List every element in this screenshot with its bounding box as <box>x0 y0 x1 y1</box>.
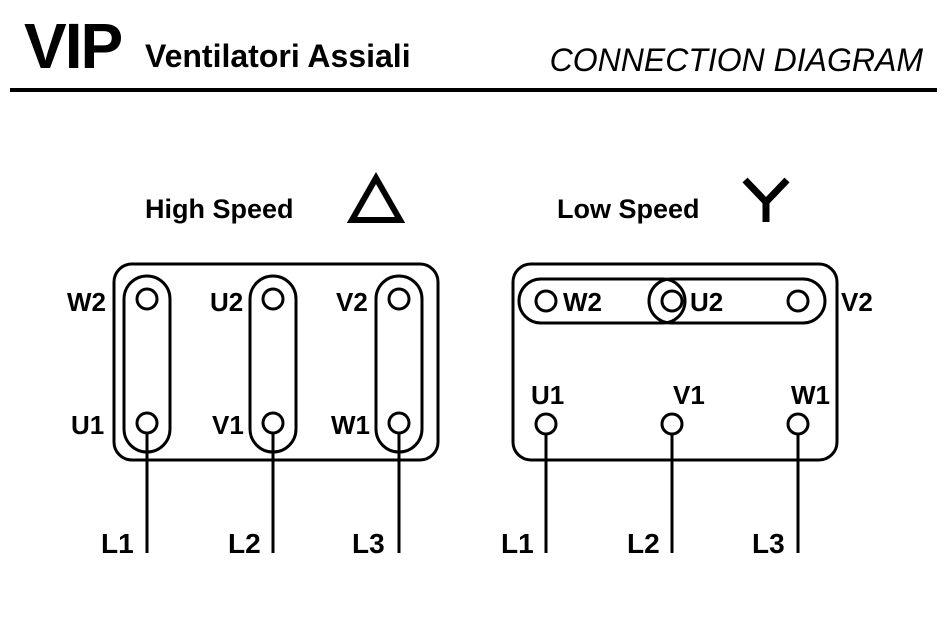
line-label-l1: L1 <box>101 528 134 559</box>
terminal-label-v2-star: V2 <box>841 287 873 317</box>
terminal-label-u2-star: U2 <box>690 287 723 317</box>
terminal-label-u1: U1 <box>71 410 104 440</box>
header: VIP Ventilatori Assiali CONNECTION DIAGR… <box>0 0 945 95</box>
terminal-w1 <box>387 411 411 435</box>
terminal-label-w1-star: W1 <box>791 380 830 410</box>
terminal-v2 <box>387 287 411 311</box>
header-rule <box>10 88 937 92</box>
terminal-v2-star <box>786 289 810 313</box>
low-speed-panel: Low Speed W2 U2 V2 U1 V1 W1 L1 L2 L3 <box>501 177 873 559</box>
terminal-w2-star <box>534 289 558 313</box>
high-speed-panel: High Speed W2 U2 V2 U1 V1 W1 L1 L2 L3 <box>67 171 440 559</box>
terminal-label-w2-star: W2 <box>563 287 602 317</box>
line-label-l3: L3 <box>352 528 385 559</box>
line-label-l2-star: L2 <box>627 528 660 559</box>
terminal-u2 <box>261 287 285 311</box>
terminal-u1-star <box>534 412 558 436</box>
star-link-u2-v2 <box>647 277 827 325</box>
terminal-label-u1-star: U1 <box>531 380 564 410</box>
terminal-v1-star <box>660 412 684 436</box>
terminal-u2-star <box>660 289 684 313</box>
line-label-l1-star: L1 <box>501 528 534 559</box>
terminal-w2 <box>135 287 159 311</box>
line-label-l3-star: L3 <box>752 528 785 559</box>
high-speed-label: High Speed <box>145 194 294 224</box>
terminal-v1 <box>261 411 285 435</box>
terminal-label-v2: V2 <box>336 287 368 317</box>
terminal-label-v1: V1 <box>212 410 244 440</box>
terminal-w1-star <box>786 412 810 436</box>
line-label-l2: L2 <box>228 528 261 559</box>
terminal-u1 <box>135 411 159 435</box>
terminal-label-w2: W2 <box>67 287 106 317</box>
terminal-label-v1-star: V1 <box>673 380 705 410</box>
delta-icon <box>346 171 406 223</box>
terminal-label-u2: U2 <box>210 287 243 317</box>
low-speed-label: Low Speed <box>557 194 700 224</box>
page-title: CONNECTION DIAGRAM <box>549 42 923 78</box>
star-icon-arms <box>742 177 790 208</box>
low-speed-terminal-box <box>511 262 839 462</box>
brand-subtitle: Ventilatori Assiali <box>145 38 411 74</box>
terminal-label-w1: W1 <box>331 410 370 440</box>
brand-logo: VIP <box>24 10 123 82</box>
high-speed-terminal-box <box>112 262 440 462</box>
star-link-w2-u2 <box>517 277 687 325</box>
